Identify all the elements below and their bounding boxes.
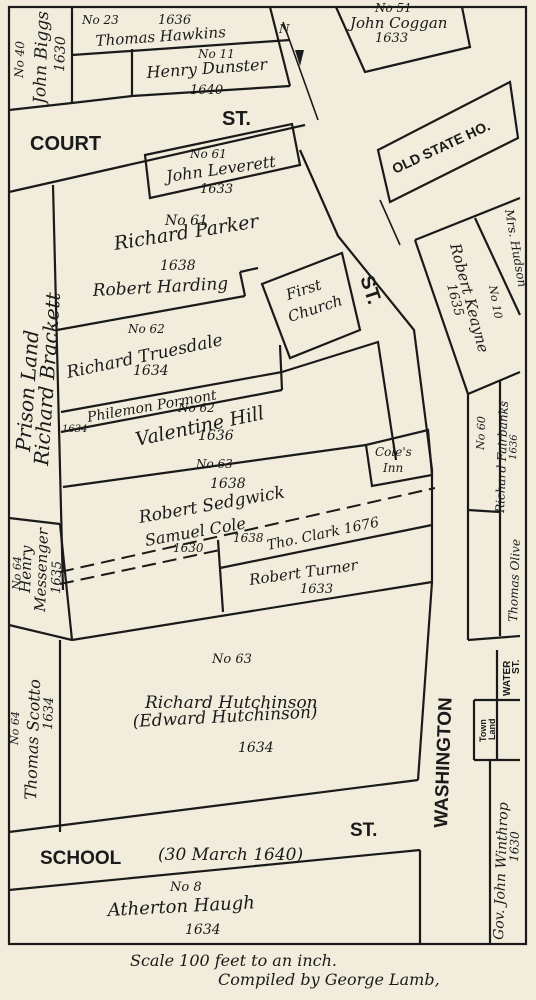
lot-year: 1634 xyxy=(62,424,87,435)
lot-cole-inn: Cole's Inn xyxy=(375,445,412,475)
lot-number: No 51 xyxy=(374,1,412,15)
court-street-label: COURT xyxy=(30,133,101,155)
lot-number: No 23 xyxy=(81,13,119,27)
lot-town-land: Town Land xyxy=(478,719,497,743)
lot-year: 1636 xyxy=(158,13,191,28)
lot-number: No 60 xyxy=(474,416,488,451)
lot-year: 1640 xyxy=(190,83,223,98)
town-land-2: Land xyxy=(487,719,497,741)
water-street-suffix: ST. xyxy=(511,659,522,674)
west-lot-lines xyxy=(8,516,74,832)
owner-name: Gov. John Winthrop xyxy=(491,802,512,940)
north-letter: N xyxy=(278,22,290,36)
lot-year: 1636 xyxy=(198,428,234,444)
owner-name: John Coggan xyxy=(347,14,447,32)
lot-year: 1633 xyxy=(375,31,408,46)
lot-year: 1634 xyxy=(133,363,169,379)
lot-year-a: 1630 xyxy=(173,541,204,555)
lot-number: No 64 xyxy=(8,711,22,746)
scale-note: Scale 100 feet to an inch. xyxy=(130,951,337,970)
lot-scotto: No 64 Thomas Scotto 1634 xyxy=(8,679,57,800)
inn-label-1: Cole's xyxy=(375,445,412,459)
lot-number: No 61 xyxy=(189,147,227,161)
lot-year-b: 1638 xyxy=(233,531,264,545)
inn-label-2: Inn xyxy=(382,461,403,475)
lot-year: 1634 xyxy=(41,697,57,731)
lot-winthrop: Gov. John Winthrop 1630 xyxy=(491,802,522,940)
lot-number: No 62 xyxy=(177,401,215,415)
school-street-date: (30 March 1640) xyxy=(158,845,303,865)
lot-number: No 62 xyxy=(127,322,165,336)
north-arrow-icon: N xyxy=(278,21,319,121)
lot-year: 1633 xyxy=(300,582,333,597)
compiler-credit: Compiled by George Lamb, xyxy=(218,970,440,989)
lot-year: 1630 xyxy=(52,36,69,72)
lot-year: 1636 xyxy=(508,434,520,460)
water-street-label: WATER xyxy=(502,660,513,696)
owner-name: Richard Fairbanks xyxy=(493,401,511,514)
town-land-1: Town xyxy=(478,719,488,742)
lot-number: No 63 xyxy=(211,652,252,667)
lot-year: 1634 xyxy=(185,922,221,938)
central-lot-lines xyxy=(8,122,436,781)
owner-name-1: Henry xyxy=(16,545,36,594)
owner-name: Thomas Scotto xyxy=(21,679,44,800)
owner-name: Richard Hutchinson xyxy=(144,693,318,713)
lot-number: No 64 xyxy=(10,556,24,591)
lot-year: 1635 xyxy=(49,561,65,595)
lot-number: No 10 xyxy=(486,283,505,319)
lot-fairbanks: No 60 Richard Fairbanks 1636 xyxy=(474,401,520,514)
map-frame xyxy=(7,5,528,946)
lot-year: 1638 xyxy=(210,476,246,492)
lot-biggs: No 40 John Biggs 1630 xyxy=(12,10,69,107)
lot-year: 1638 xyxy=(160,258,196,274)
lot-coggan: No 51 John Coggan 1633 xyxy=(347,1,447,46)
lot-year: 1630 xyxy=(507,831,522,862)
east-lot-lines xyxy=(413,196,521,944)
owner-name-2: Messenger xyxy=(31,527,52,613)
washington-street-label: WASHINGTON xyxy=(431,697,457,828)
lot-year: 1633 xyxy=(200,182,233,197)
owner-name: John Biggs xyxy=(30,10,53,107)
school-street-lines xyxy=(8,778,422,944)
lot-number: No 61 xyxy=(164,213,208,229)
school-street-label: SCHOOL xyxy=(40,848,122,869)
school-street-suffix: ST. xyxy=(350,820,377,841)
meridian-mark-icon xyxy=(379,199,401,246)
top-block-lines xyxy=(8,6,520,204)
lot-number: No 63 xyxy=(195,457,233,471)
lot-year: 1634 xyxy=(238,740,274,756)
lot-number: No 8 xyxy=(169,880,202,895)
lot-number: No 11 xyxy=(197,47,235,61)
lot-messenger: No 64 Henry Messenger 1635 xyxy=(10,527,65,613)
lot-number: No 40 xyxy=(12,40,27,79)
lot-olive-owner: Thomas Olive xyxy=(506,539,523,622)
court-street-suffix: ST. xyxy=(222,108,251,130)
